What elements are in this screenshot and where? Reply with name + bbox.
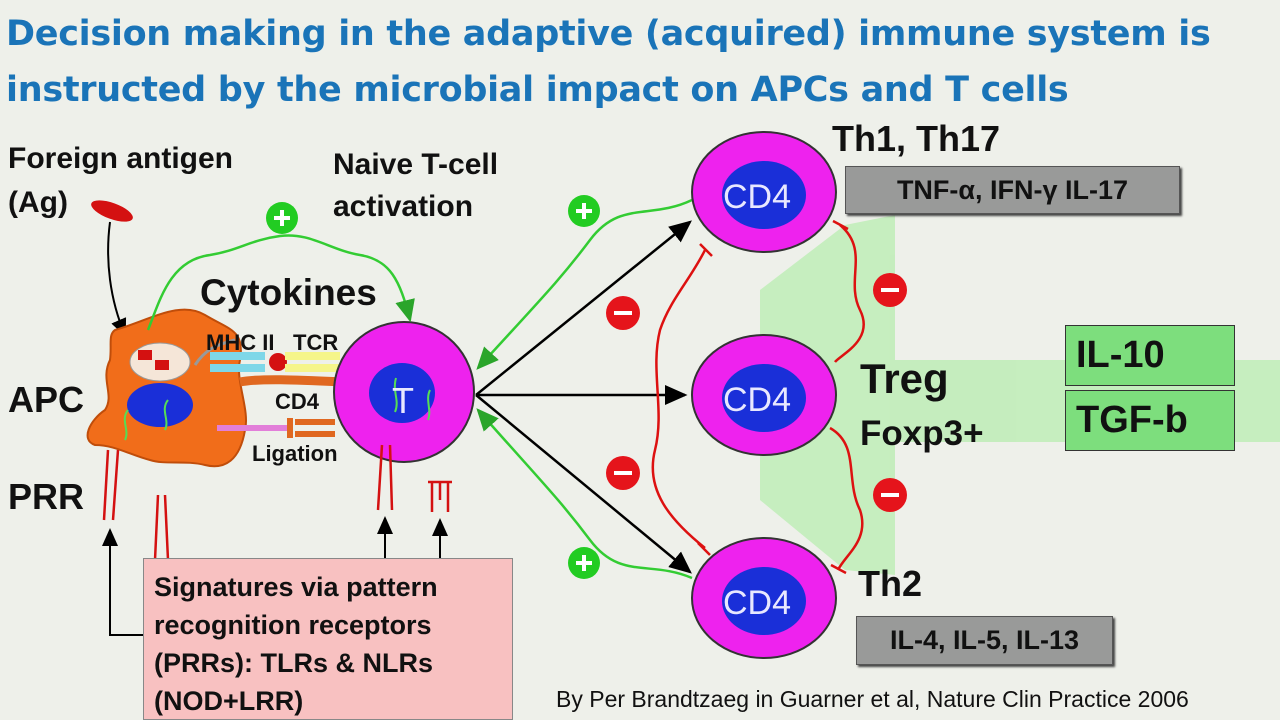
cd4-th1-label: CD4 xyxy=(723,178,792,216)
treg-label: Treg xyxy=(860,355,949,402)
minus-sign-icon xyxy=(606,456,640,490)
signatures-line-2: recognition receptors xyxy=(154,610,432,640)
tgfb-box: TGF-b xyxy=(1065,390,1235,451)
signature-arrows xyxy=(102,516,448,636)
minus-sign-icon xyxy=(606,296,640,330)
signatures-line-4: (NOD+LRR) xyxy=(154,686,304,716)
prr-receptors xyxy=(102,444,452,561)
cytokines-label: Cytokines xyxy=(200,272,377,313)
cd4-ligation-connector xyxy=(217,418,335,438)
mhc-tcr-complex xyxy=(210,352,346,387)
th1-cytokine-box: TNF-α, IFN-γ IL-17 xyxy=(845,166,1180,214)
inhibition-lines xyxy=(651,219,865,575)
signatures-line-1: Signatures via pattern xyxy=(154,572,438,602)
signatures-box: Signatures via pattern recognition recep… xyxy=(143,558,513,720)
cd4-cell-th1 xyxy=(691,131,837,253)
foxp3-label: Foxp3+ xyxy=(860,414,984,453)
apc-cell xyxy=(86,308,247,468)
cd4-cell-th2 xyxy=(691,537,837,659)
cd4-apc-label: CD4 xyxy=(275,389,320,414)
minus-sign-icon xyxy=(873,478,907,512)
th2-cytokine-box: IL-4, IL-5, IL-13 xyxy=(856,616,1113,665)
th1-th17-label: Th1, Th17 xyxy=(832,118,1001,159)
antigen-icon xyxy=(91,200,133,222)
t-cell-label: T xyxy=(392,380,414,421)
naive-t-label-2: activation xyxy=(333,190,474,223)
positive-feedback-arrows xyxy=(476,198,693,580)
tcr-label: TCR xyxy=(293,330,339,355)
cd4-treg-label: CD4 xyxy=(723,381,792,419)
cd4-th2-label: CD4 xyxy=(723,584,792,622)
th2-label: Th2 xyxy=(858,563,923,604)
credit-text: By Per Brandtzaeg in Guarner et al, Natu… xyxy=(556,686,1189,712)
foreign-antigen-label: Foreign antigen xyxy=(8,142,233,175)
signatures-line-3: (PRRs): TLRs & NLRs xyxy=(154,648,434,678)
plus-sign-icon xyxy=(568,547,600,579)
cd4-cell-treg xyxy=(691,334,837,456)
title-line-2: instructed by the microbial impact on AP… xyxy=(6,70,1069,110)
antigen-arrow xyxy=(107,221,127,337)
il10-box: IL-10 xyxy=(1065,325,1235,386)
plus-sign-icon xyxy=(266,202,298,234)
ag-label: (Ag) xyxy=(8,186,68,219)
differentiation-arrows xyxy=(475,220,692,574)
page-title: Decision making in the adaptive (acquire… xyxy=(6,6,1276,118)
prr-label: PRR xyxy=(8,476,85,517)
activation-signal-arrow xyxy=(146,234,415,331)
plus-sign-icon xyxy=(568,195,600,227)
title-line-1: Decision making in the adaptive (acquire… xyxy=(6,14,1211,54)
apc-label: APC xyxy=(8,379,85,420)
mhc-label: MHC II xyxy=(206,330,275,355)
ligation-label: Ligation xyxy=(252,441,338,466)
minus-sign-icon xyxy=(873,273,907,307)
naive-t-label-1: Naive T-cell xyxy=(333,148,499,181)
